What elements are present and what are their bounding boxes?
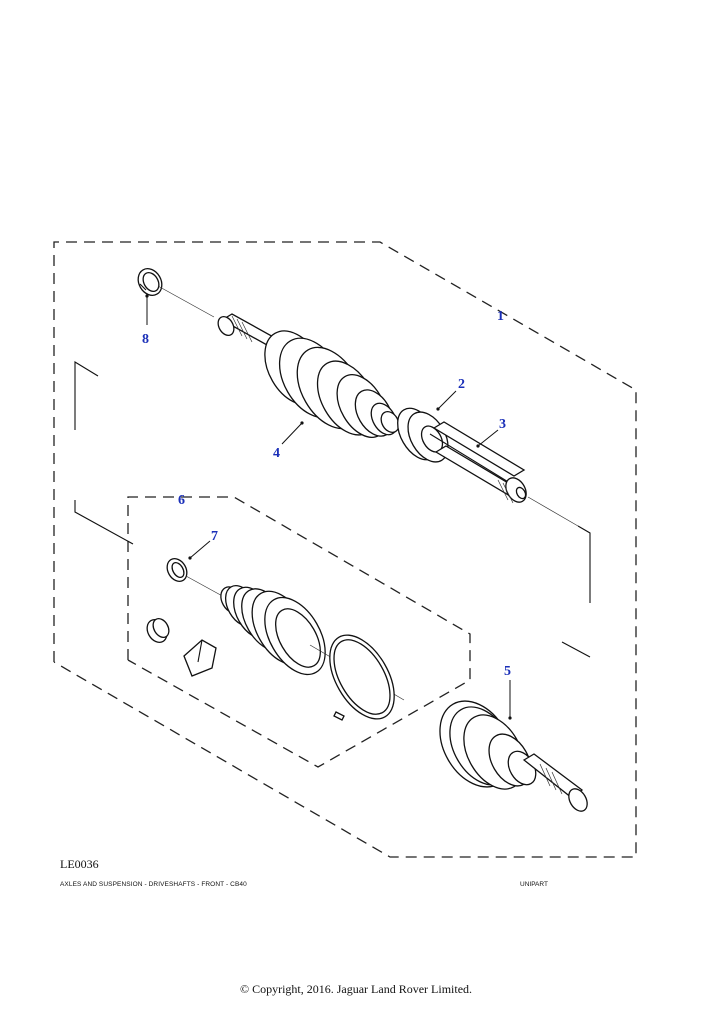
kit-6-boundary xyxy=(127,496,471,768)
callout-8: 8 xyxy=(142,332,149,347)
circlip-7 xyxy=(166,558,188,582)
leader-lines xyxy=(145,294,512,720)
callout-5: 5 xyxy=(504,664,511,679)
assembly-1-boundary xyxy=(53,241,637,858)
damper-ring-2 xyxy=(397,407,449,463)
brand-caption: UNIPART xyxy=(520,881,548,888)
boot-sleeve-piece xyxy=(183,639,217,677)
illustration-reference-code: LE0036 xyxy=(60,857,99,871)
small-clamp xyxy=(146,618,170,643)
inner-boot-4 xyxy=(264,330,400,438)
large-clamp-band xyxy=(329,634,395,721)
copyright-notice: © Copyright, 2016. Jaguar Land Rover Lim… xyxy=(239,982,473,996)
callout-6: 6 xyxy=(178,493,185,508)
callout-7: 7 xyxy=(211,529,218,544)
callout-3: 3 xyxy=(499,417,506,432)
axis-line-top xyxy=(157,285,215,318)
right-bracket-bottom xyxy=(561,641,591,658)
right-bracket-top xyxy=(577,525,591,603)
circlip-8 xyxy=(137,268,163,296)
callout-4: 4 xyxy=(273,446,280,461)
section-caption: AXLES AND SUSPENSION - DRIVESHAFTS - FRO… xyxy=(60,881,247,888)
axis-line-middle xyxy=(185,575,227,599)
outer-cv-joint-5 xyxy=(439,700,588,812)
callout-1: 1 xyxy=(497,309,504,324)
left-bracket-bottom xyxy=(74,500,134,545)
left-bracket-top xyxy=(74,361,99,430)
callout-2: 2 xyxy=(458,377,465,392)
axis-line-right xyxy=(527,496,579,527)
main-shaft-3 xyxy=(429,421,527,504)
outer-boot xyxy=(220,585,326,676)
